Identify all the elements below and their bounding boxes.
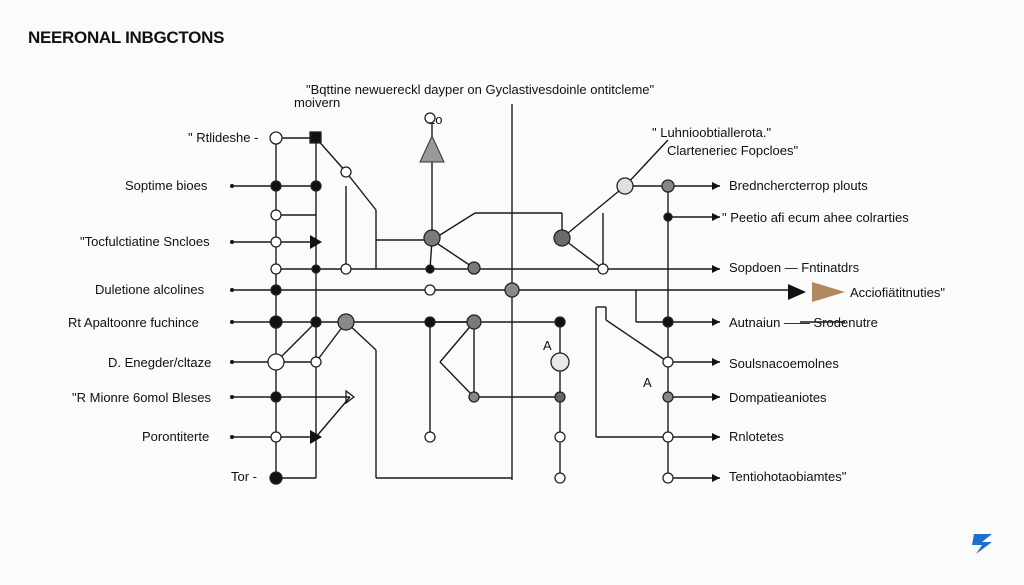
arrow-icon (712, 265, 720, 273)
right-label: Rnlotetes (729, 429, 784, 444)
right-label: " Peetio afi ecum ahee colrarties (722, 210, 909, 225)
left-label: Porontiterte (142, 429, 209, 444)
right-top-label: " Luhnioobtiallerota." (652, 125, 771, 140)
left-label: "R Mionre 6omol Bleses (72, 390, 212, 405)
right-label: Tentiohotaobiamtes" (729, 469, 847, 484)
arrow-icon (310, 235, 322, 249)
arrow-icon (712, 358, 720, 366)
triangle-node-icon (419, 134, 445, 163)
left-label: Soptime bioes (125, 178, 208, 193)
accent-arrow-icon (812, 282, 845, 302)
left-labels: " Rtlideshe - Soptime bioes "Tocfulctiat… (68, 130, 258, 484)
arrow-icon (712, 318, 720, 326)
wiring (232, 104, 845, 480)
left-label: Duletione alcolines (95, 282, 205, 297)
nodes (267, 112, 675, 485)
arrow-icon (345, 389, 355, 405)
right-label: Brednchercterrop plouts (729, 178, 868, 193)
arrow-icon (788, 284, 806, 300)
left-label: "Tocfulctiatine Sncloes (80, 234, 210, 249)
left-label: Rt Apaltoonre fuchince (68, 315, 199, 330)
header-caption: "Bqttine newuereckl dayper on Gyclastive… (306, 82, 655, 97)
arrow-icon (712, 213, 720, 221)
header-subcaption: moivern (294, 95, 340, 110)
arrow-icon (712, 393, 720, 401)
left-label: Tor - (231, 469, 257, 484)
right-label: Dompatieaniotes (729, 390, 827, 405)
left-label: " Rtlideshe - (188, 130, 258, 145)
small-mark: A (643, 375, 652, 390)
right-labels: Brednchercterrop plouts " Peetio afi ecu… (722, 178, 945, 484)
logo-icon (972, 534, 992, 554)
arrow-icon (712, 474, 720, 482)
right-label: Acciofiätitnuties" (850, 285, 945, 300)
arrow-icon (712, 433, 720, 441)
right-top-label: Clarteneriec Fopcloes" (667, 143, 798, 158)
arrow-icon (310, 430, 322, 444)
right-label: Sopdoen — Fntinatdrs (729, 260, 860, 275)
small-mark: A (543, 338, 552, 353)
diagram-title: NEERONAL INBGCTONS (28, 28, 224, 47)
arrowheads (310, 134, 845, 482)
right-label: Soulsnacoemolnes (729, 356, 839, 371)
left-label: D. Enegder/cltaze (108, 355, 211, 370)
left-pins (230, 184, 234, 439)
arrow-icon (712, 182, 720, 190)
